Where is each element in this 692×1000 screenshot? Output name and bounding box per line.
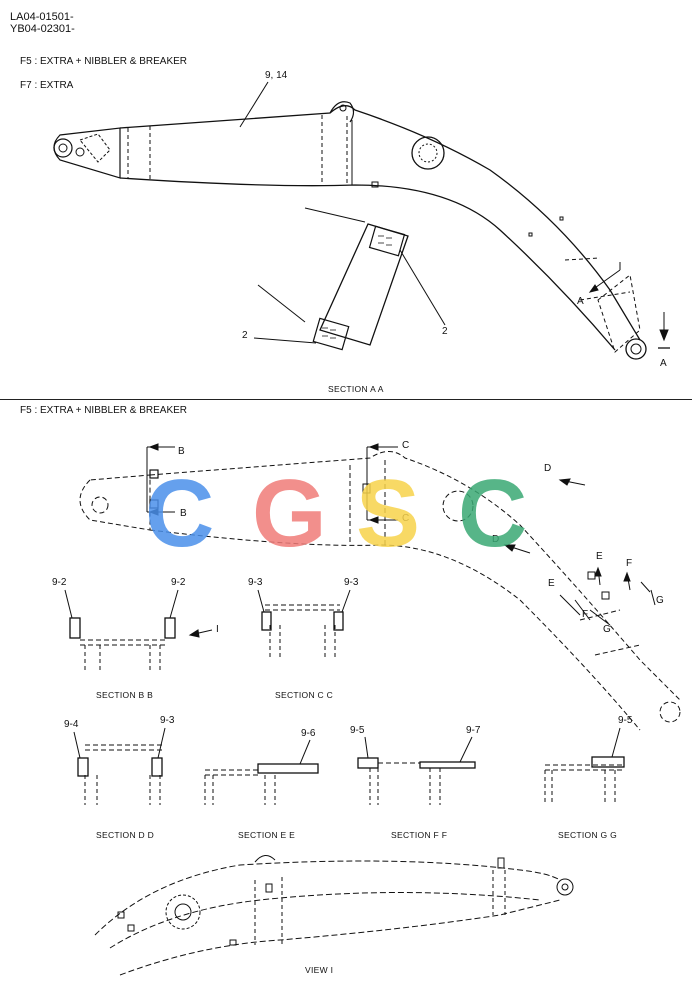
callout-9-14: 9, 14 — [265, 70, 288, 81]
caption-section-gg: SECTION G G — [558, 830, 618, 840]
callout-2-left: 2 — [242, 330, 248, 341]
callout-dd-left: 9-4 — [64, 719, 79, 730]
section-ee-drawing — [204, 739, 319, 805]
section-aa-detail — [253, 207, 446, 351]
cut-f-bottom: F — [582, 609, 589, 620]
caption-section-bb: SECTION B B — [96, 690, 154, 700]
watermark-logo: C G S C — [145, 460, 527, 567]
part-code-1: LA04-01501- — [10, 11, 74, 23]
callout-gg-part: 9-5 — [618, 715, 633, 726]
cut-b-top: B — [178, 446, 185, 457]
callout-ff-left: 9-5 — [350, 725, 365, 736]
callout-2-right: 2 — [442, 326, 448, 337]
cut-c-top: C — [402, 440, 410, 451]
callout-cc-left: 9-3 — [248, 577, 263, 588]
section-arrow-a-lower: A — [660, 358, 667, 369]
cut-d-bottom: D — [492, 534, 500, 545]
caption-view-i: VIEW I — [305, 965, 334, 975]
top-boom-view — [53, 81, 670, 360]
watermark-letter-4: C — [458, 460, 527, 567]
section-bb-drawing — [64, 589, 213, 670]
callout-bb-right: 9-2 — [171, 577, 186, 588]
cut-e-bottom: E — [548, 578, 555, 589]
watermark-letter-2: G — [252, 460, 327, 567]
callout-bb-left: 9-2 — [52, 577, 67, 588]
caption-section-dd: SECTION D D — [96, 830, 155, 840]
part-code-2: YB04-02301- — [10, 23, 75, 35]
cut-f-top: F — [626, 558, 633, 569]
caption-section-cc: SECTION C C — [275, 690, 334, 700]
cut-g-top: G — [656, 595, 664, 606]
caption-section-ee: SECTION E E — [238, 830, 296, 840]
option-label-f5-middle: F5 : EXTRA + NIBBLER & BREAKER — [20, 405, 188, 416]
watermark-letter-1: C — [145, 460, 214, 567]
cut-b-bottom: B — [180, 508, 187, 519]
section-cc-drawing — [257, 589, 351, 660]
caption-section-aa: SECTION A A — [328, 384, 384, 394]
callout-dd-right: 9-3 — [160, 715, 175, 726]
cut-g-bottom: G — [603, 624, 611, 635]
middle-cut-markers — [146, 443, 656, 626]
callout-cc-right: 9-3 — [344, 577, 359, 588]
callout-ee-part: 9-6 — [301, 728, 316, 739]
section-arrow-a-upper: A — [577, 296, 584, 307]
cut-c-bottom: C — [402, 513, 410, 524]
callout-ff-right: 9-7 — [466, 725, 481, 736]
cut-e-top: E — [596, 551, 603, 562]
section-ff-drawing — [357, 736, 476, 805]
caption-section-ff: SECTION F F — [391, 830, 448, 840]
watermark-letter-3: S — [356, 460, 420, 567]
section-divider — [0, 399, 692, 400]
section-gg-drawing — [544, 727, 625, 805]
option-label-f5-top: F5 : EXTRA + NIBBLER & BREAKER — [20, 56, 188, 67]
option-label-f7: F7 : EXTRA — [20, 80, 74, 91]
middle-boom-view — [79, 451, 681, 731]
section-dd-drawing — [73, 727, 166, 805]
cut-d-top: D — [544, 463, 552, 474]
view-arrow-i: I — [216, 624, 219, 635]
view-i-drawing — [94, 855, 574, 976]
